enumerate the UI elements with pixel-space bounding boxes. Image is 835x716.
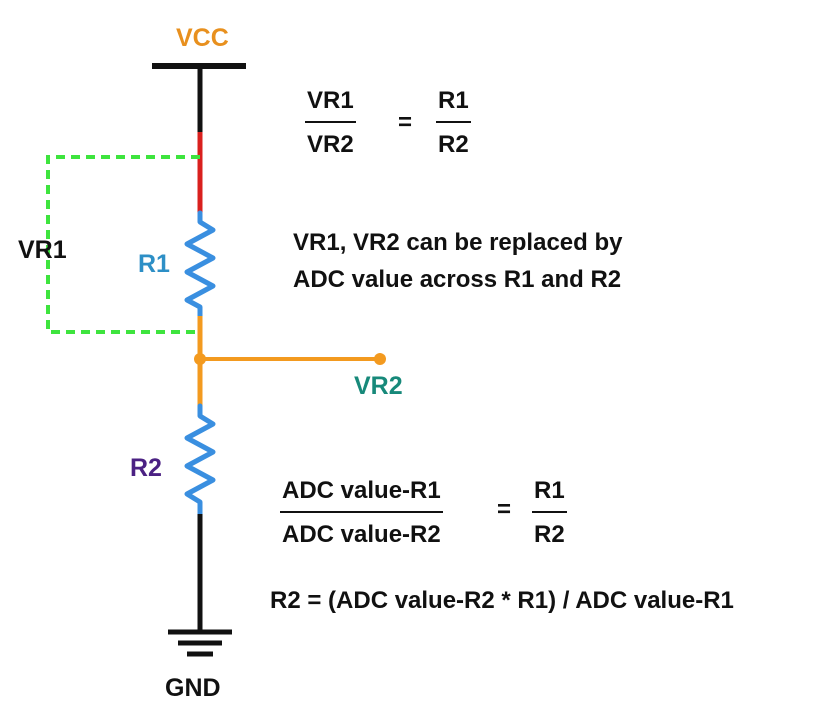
formula-1-left-fraction: VR1 VR2 bbox=[305, 89, 356, 157]
formula-2-left-fraction: ADC value-R1 ADC value-R2 bbox=[280, 479, 443, 547]
adc-note-line-1: VR1, VR2 can be replaced by bbox=[293, 229, 623, 256]
r2-solution-formula: R2 = (ADC value-R2 * R1) / ADC value-R1 bbox=[270, 587, 734, 614]
formula-2-right-numerator: R1 bbox=[534, 477, 565, 504]
adc-note: VR1, VR2 can be replaced by ADC value ac… bbox=[293, 224, 622, 298]
formula-2-equals: = bbox=[497, 496, 512, 523]
junction-dot bbox=[194, 353, 206, 365]
formula-1-equals: = bbox=[398, 109, 413, 136]
formula-2-left-numerator: ADC value-R1 bbox=[282, 477, 441, 504]
formula-1-right-fraction: R1 R2 bbox=[436, 89, 471, 157]
gnd-label: GND bbox=[165, 674, 221, 702]
fraction-bar bbox=[305, 121, 356, 123]
vr2-terminal-dot bbox=[374, 353, 386, 365]
r2-label: R2 bbox=[130, 454, 162, 482]
fraction-bar bbox=[436, 121, 471, 123]
vcc-label: VCC bbox=[176, 24, 229, 52]
r1-label: R1 bbox=[138, 250, 170, 278]
vr2-label: VR2 bbox=[354, 372, 403, 400]
r2-resistor bbox=[184, 403, 216, 517]
formula-1-right-numerator: R1 bbox=[438, 87, 469, 114]
formula-2-right-fraction: R1 R2 bbox=[532, 479, 567, 547]
adc-note-line-2: ADC value across R1 and R2 bbox=[293, 266, 622, 293]
formula-2-left-denominator: ADC value-R2 bbox=[282, 521, 441, 548]
fraction-bar bbox=[532, 511, 567, 513]
r1-resistor bbox=[184, 210, 216, 319]
formula-2-right-denominator: R2 bbox=[534, 521, 565, 548]
formula-1-left-denominator: VR2 bbox=[307, 131, 354, 158]
vr1-label: VR1 bbox=[18, 236, 67, 264]
vr1-bracket bbox=[46, 155, 200, 334]
fraction-bar bbox=[280, 511, 443, 513]
formula-1-left-numerator: VR1 bbox=[307, 87, 354, 114]
formula-1-right-denominator: R2 bbox=[438, 131, 469, 158]
